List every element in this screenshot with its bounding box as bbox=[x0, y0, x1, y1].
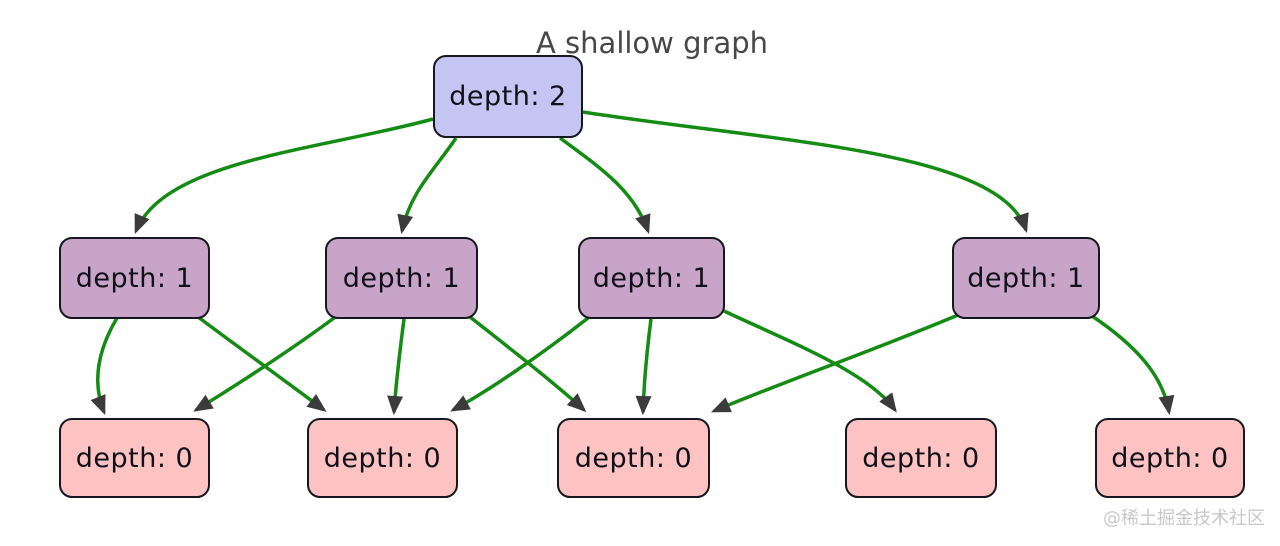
edge-root-to-m3 bbox=[558, 136, 651, 235]
edge-root-to-m4 bbox=[582, 110, 1029, 234]
edge-m1-to-b1 bbox=[90, 317, 119, 415]
diagram-title: A shallow graph bbox=[536, 26, 768, 60]
graph-node-m3: depth: 1 bbox=[578, 237, 725, 319]
graph-node-m4: depth: 1 bbox=[952, 237, 1100, 319]
edge-m1-to-b2 bbox=[196, 315, 327, 412]
graph-node-b5: depth: 0 bbox=[1095, 418, 1245, 498]
edge-m3-to-b2 bbox=[450, 316, 590, 412]
edge-m4-to-b3 bbox=[711, 313, 959, 413]
graph-node-m1: depth: 1 bbox=[59, 237, 210, 319]
edge-m2-to-b3 bbox=[468, 315, 587, 413]
graph-node-root: depth: 2 bbox=[433, 55, 583, 138]
graph-node-b3: depth: 0 bbox=[557, 418, 710, 498]
graph-node-b4: depth: 0 bbox=[845, 418, 997, 498]
edges-group bbox=[90, 110, 1175, 416]
edge-m2-to-b1 bbox=[193, 316, 336, 412]
edge-m3-to-b3 bbox=[635, 318, 653, 416]
edge-m3-to-b4 bbox=[723, 309, 897, 413]
edge-m4-to-b5 bbox=[1091, 314, 1175, 416]
edge-root-to-m2 bbox=[397, 137, 458, 235]
graph-node-m2: depth: 1 bbox=[325, 237, 478, 319]
graph-node-b1: depth: 0 bbox=[59, 418, 210, 498]
graph-node-b2: depth: 0 bbox=[307, 418, 458, 498]
edge-m2-to-b2 bbox=[387, 318, 406, 416]
edge-root-to-m1 bbox=[134, 117, 434, 234]
watermark-text: @稀土掘金技术社区 bbox=[1103, 508, 1265, 529]
